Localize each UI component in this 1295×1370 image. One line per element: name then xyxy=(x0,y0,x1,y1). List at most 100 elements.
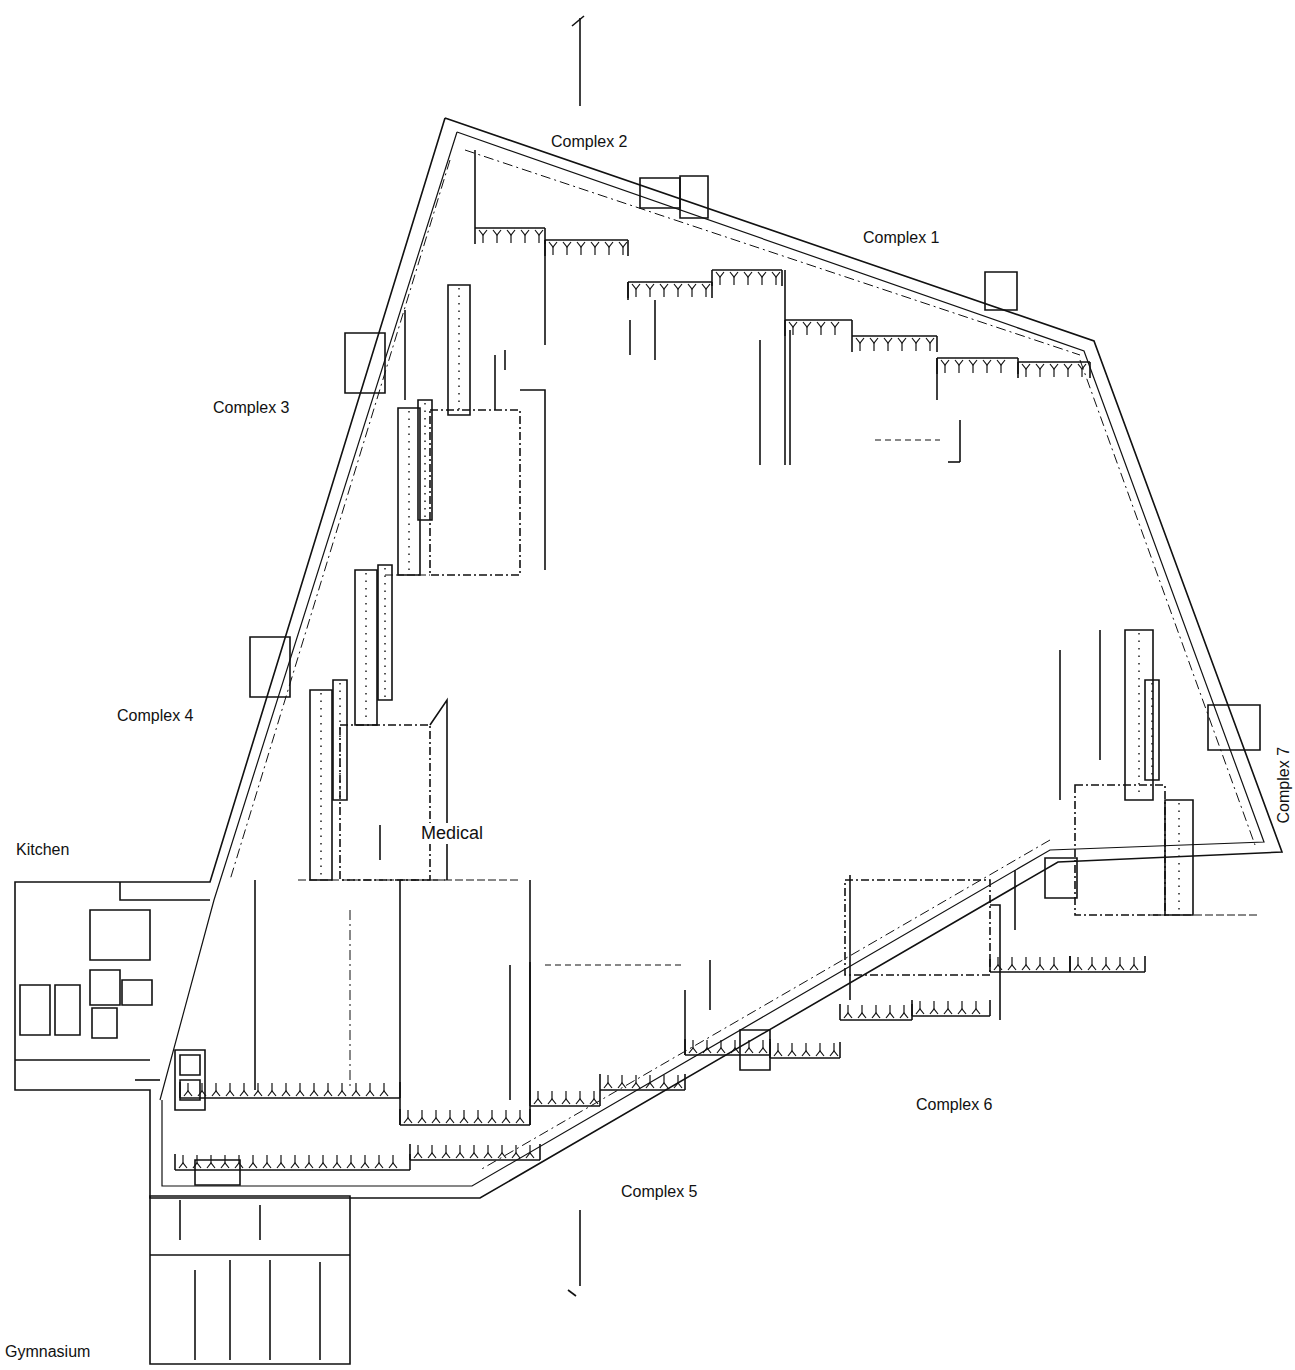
wall xyxy=(350,910,351,1090)
wall xyxy=(537,1091,538,1099)
wall xyxy=(446,1118,454,1123)
wall xyxy=(545,965,685,966)
wall xyxy=(788,1051,796,1056)
wall xyxy=(224,1155,225,1163)
wall xyxy=(1025,369,1026,377)
wall xyxy=(355,1083,356,1091)
wall xyxy=(365,573,366,722)
wall xyxy=(1081,369,1082,377)
wall xyxy=(504,350,506,370)
wall xyxy=(781,270,783,286)
wall xyxy=(494,355,496,410)
wall xyxy=(465,150,1080,355)
wall xyxy=(1050,364,1058,369)
wall xyxy=(784,270,786,465)
wall xyxy=(744,272,752,277)
wall xyxy=(340,725,430,880)
wall xyxy=(175,1169,410,1171)
area-label: Complex 4 xyxy=(115,707,195,725)
wall xyxy=(418,1118,426,1123)
wall xyxy=(663,289,664,297)
wall xyxy=(875,440,940,441)
wall xyxy=(408,411,409,572)
wall xyxy=(1077,957,1078,965)
wall xyxy=(534,1099,542,1104)
wall xyxy=(972,1009,980,1014)
wall xyxy=(182,1155,183,1163)
wall xyxy=(194,1270,196,1360)
wall xyxy=(524,235,525,243)
wall xyxy=(333,1163,341,1168)
wall xyxy=(375,1163,383,1168)
wall xyxy=(785,319,852,321)
wall xyxy=(369,1083,370,1091)
wall xyxy=(1130,965,1138,970)
wall xyxy=(347,1163,355,1168)
wall xyxy=(900,1013,908,1018)
wall xyxy=(291,1163,299,1168)
wall xyxy=(628,281,712,283)
wall xyxy=(407,1110,408,1118)
wall xyxy=(160,132,457,1100)
wall xyxy=(1119,957,1120,965)
wall xyxy=(875,1005,876,1013)
wall xyxy=(460,1118,468,1123)
wall xyxy=(649,289,650,297)
wall xyxy=(937,357,1018,359)
wall xyxy=(430,410,520,575)
wall xyxy=(730,272,738,277)
wall xyxy=(619,242,627,247)
wall xyxy=(911,1000,913,1016)
wall xyxy=(898,338,906,343)
wall xyxy=(448,285,470,415)
wall xyxy=(703,1048,711,1053)
wall xyxy=(515,1145,516,1153)
wall xyxy=(120,882,210,900)
wall xyxy=(1080,360,1255,845)
wall xyxy=(498,1153,506,1158)
wall xyxy=(479,230,487,235)
wall xyxy=(1099,630,1101,760)
wall xyxy=(539,1144,541,1160)
wall xyxy=(817,322,825,327)
wall xyxy=(856,338,864,343)
wall xyxy=(212,1091,220,1096)
wall xyxy=(187,1083,188,1091)
wall xyxy=(1208,705,1260,750)
wall xyxy=(680,176,708,218)
wall xyxy=(1022,965,1030,970)
wall xyxy=(851,320,853,336)
wall xyxy=(417,1145,418,1153)
wall xyxy=(435,1110,436,1118)
wall xyxy=(839,1042,841,1058)
wall xyxy=(538,235,539,243)
wall xyxy=(577,242,585,247)
area-label: Kitchen xyxy=(14,841,71,859)
wall xyxy=(409,1144,411,1160)
wall xyxy=(226,1091,234,1096)
area-label: Complex 3 xyxy=(211,399,291,417)
wall xyxy=(933,1001,934,1009)
wall xyxy=(378,565,392,700)
wall xyxy=(941,360,949,365)
wall xyxy=(458,288,459,412)
wall xyxy=(566,247,567,255)
wall xyxy=(839,1004,841,1020)
wall xyxy=(986,365,987,373)
wall xyxy=(180,1080,200,1100)
wall xyxy=(496,235,497,243)
wall xyxy=(565,1091,566,1099)
wall xyxy=(510,235,511,243)
wall xyxy=(1091,957,1092,965)
wall xyxy=(831,322,839,327)
wall xyxy=(997,957,998,965)
wall xyxy=(383,1083,384,1091)
wall xyxy=(20,985,50,1035)
wall xyxy=(424,403,425,517)
wall xyxy=(1036,965,1044,970)
wall xyxy=(1014,870,1016,930)
wall xyxy=(90,970,120,1005)
wall xyxy=(1069,956,1071,972)
wall xyxy=(336,1155,337,1163)
